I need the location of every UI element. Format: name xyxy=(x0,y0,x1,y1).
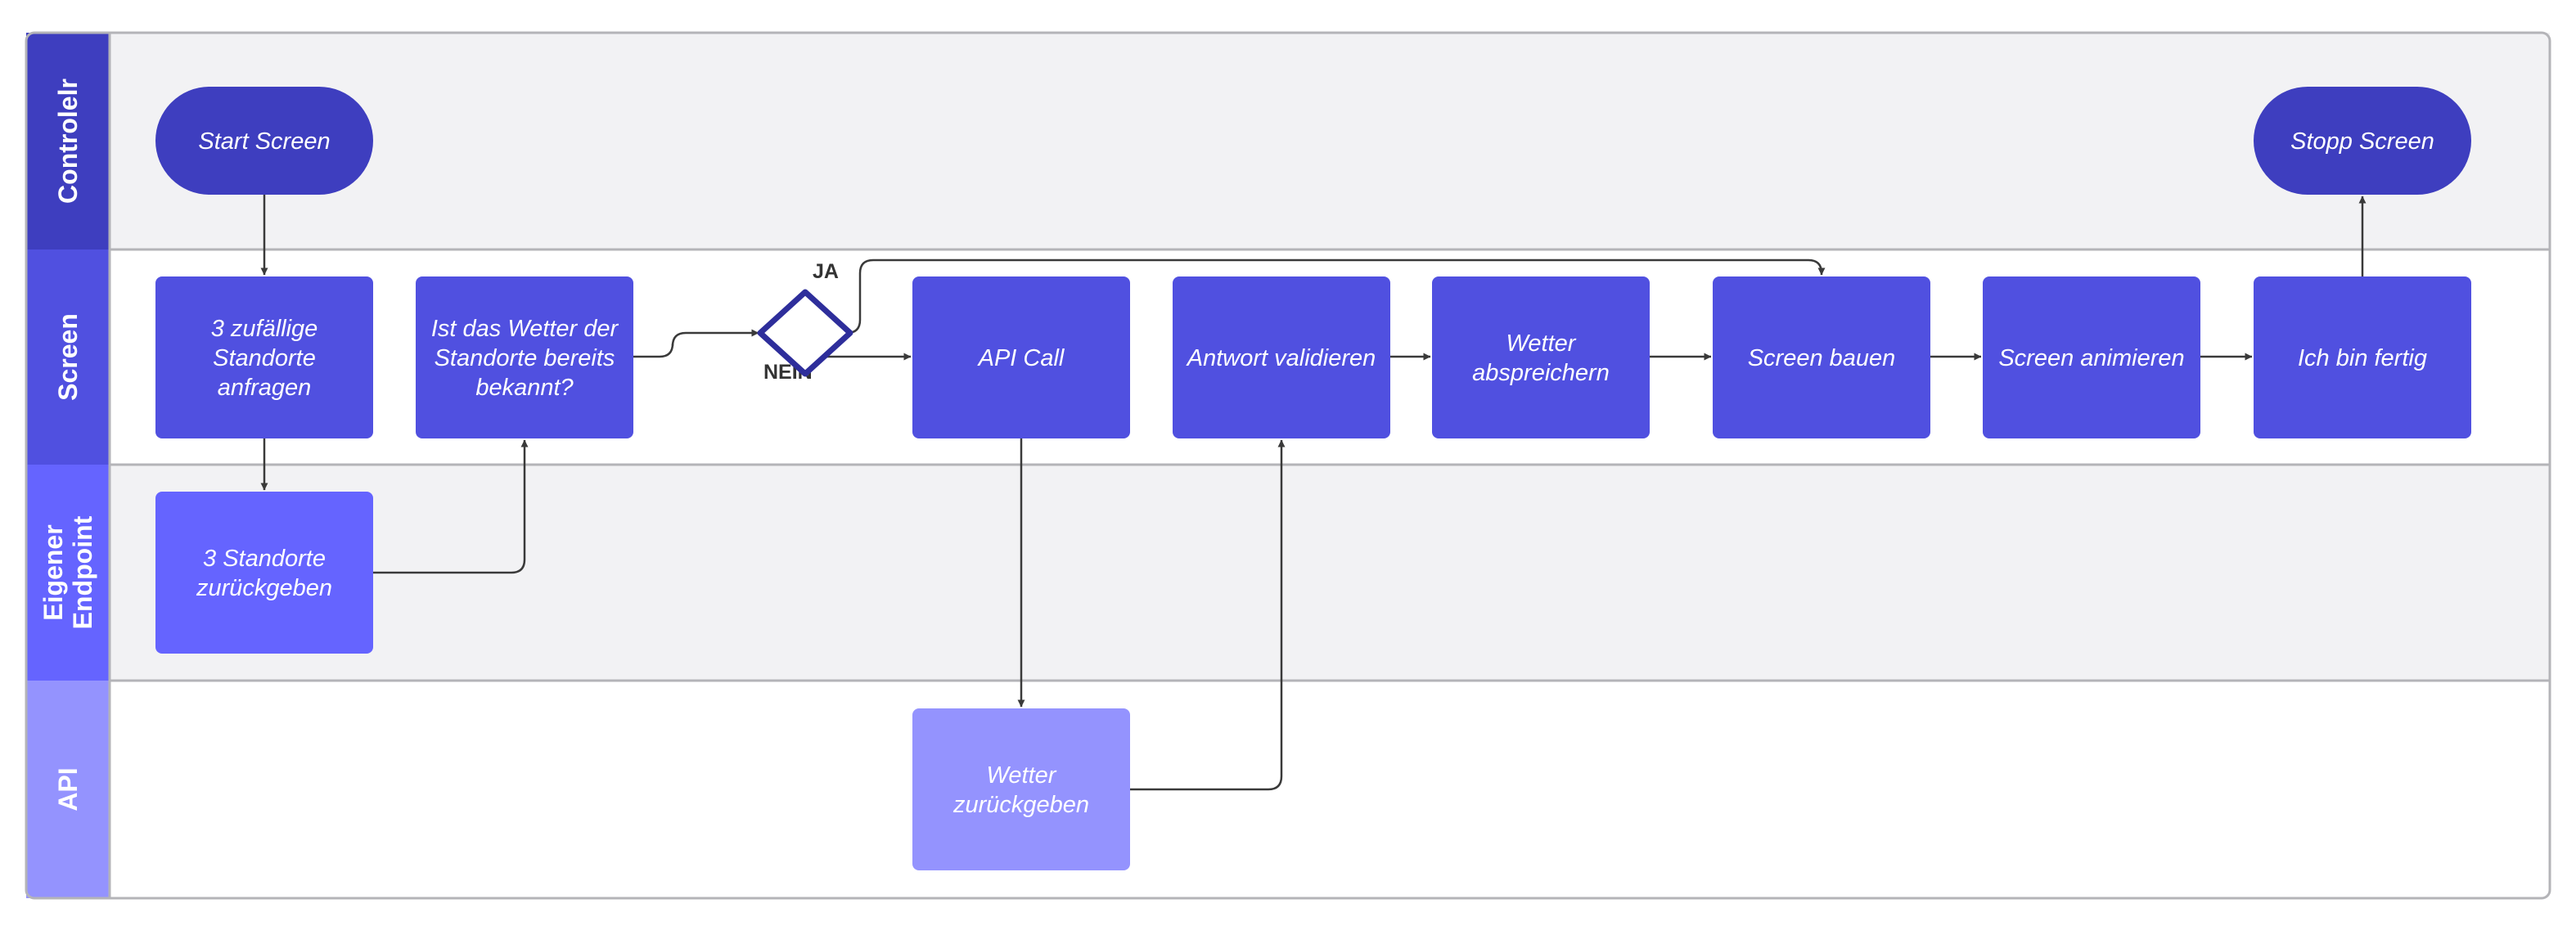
node-label: Screen bauen xyxy=(1748,345,1896,371)
lane-label-api: API xyxy=(53,767,83,811)
node-label: Screen animieren xyxy=(1998,345,2184,371)
lane-label-endpoint: EigenerEndpoint xyxy=(38,515,97,629)
node-animate-screen[interactable]: Screen animieren xyxy=(1983,276,2200,438)
lane-header-screen xyxy=(26,249,110,465)
diagram-frame xyxy=(25,31,2551,900)
node-label: Stopp Screen xyxy=(2290,128,2434,155)
connector-return-locations-to-weather-known[interactable] xyxy=(373,439,529,574)
connector-decision-to-build-screen[interactable] xyxy=(846,258,1826,335)
lane-label-screen: Screen xyxy=(53,313,83,401)
lane-api xyxy=(26,681,2550,898)
node-label: Antwort validieren xyxy=(1186,345,1376,371)
lane-header-api xyxy=(26,681,110,898)
node-api-call[interactable]: API Call xyxy=(912,276,1130,438)
node-label: Start Screen xyxy=(198,128,330,155)
node-validate[interactable]: Antwort validieren xyxy=(1173,276,1390,438)
node-done[interactable]: Ich bin fertig xyxy=(2254,276,2471,438)
node-label: Ich bin fertig xyxy=(2298,345,2427,371)
connector-label-ja: JA xyxy=(813,260,839,283)
connector-return-weather-to-validate[interactable] xyxy=(1130,439,1286,791)
node-stop[interactable]: Stopp Screen xyxy=(2254,87,2471,195)
lane-header-endpoint xyxy=(26,465,110,681)
lane-label-controller: Controlelr xyxy=(53,79,83,204)
node-label: API Call xyxy=(977,345,1065,371)
node-build-screen[interactable]: Screen bauen xyxy=(1713,276,1930,438)
node-decision[interactable] xyxy=(757,289,853,377)
lane-header-controller xyxy=(26,33,110,249)
lane-controller xyxy=(26,33,2550,249)
node-start[interactable]: Start Screen xyxy=(155,87,373,195)
connector-weather-known-to-decision[interactable] xyxy=(633,329,759,358)
